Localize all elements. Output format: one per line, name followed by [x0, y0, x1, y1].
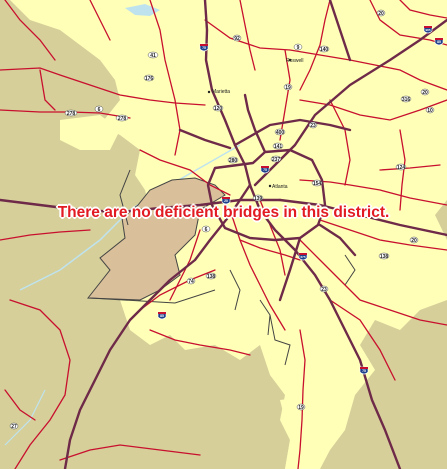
route-shield-141: 141 — [272, 142, 284, 150]
svg-text:280: 280 — [229, 158, 238, 164]
svg-text:9: 9 — [297, 45, 300, 51]
interstate-shield-75-center: 75 — [260, 165, 270, 174]
route-shield-278-b: 278 — [115, 114, 129, 122]
interstate-shield-85-north: 85 — [434, 37, 444, 46]
svg-text:19: 19 — [285, 85, 291, 91]
svg-text:6: 6 — [205, 227, 208, 233]
svg-text:85: 85 — [160, 314, 164, 318]
svg-text:400: 400 — [276, 130, 285, 136]
svg-text:74: 74 — [188, 279, 194, 285]
svg-text:75: 75 — [263, 168, 267, 172]
svg-text:237: 237 — [272, 157, 281, 163]
svg-text:138: 138 — [207, 274, 216, 280]
urban-area-south — [280, 395, 330, 469]
route-shield-138: 138 — [378, 252, 390, 260]
svg-text:92: 92 — [234, 36, 240, 42]
svg-text:985: 985 — [425, 28, 430, 32]
county-border — [89, 169, 356, 366]
route-shield-23-s: 23 — [319, 285, 329, 293]
interstate-shield-675: 675 — [298, 252, 308, 261]
interstate-shield-985: 985 — [423, 25, 433, 34]
svg-text:75: 75 — [362, 369, 366, 373]
route-shield-138-b: 138 — [205, 272, 217, 280]
svg-text:6: 6 — [98, 107, 101, 113]
urban-area-west — [60, 115, 120, 150]
svg-text:20: 20 — [411, 238, 417, 244]
svg-text:675: 675 — [300, 255, 305, 259]
city-label-atlanta: Atlanta — [272, 184, 288, 190]
route-shield-120: 120 — [212, 104, 224, 112]
no-deficient-bridges-message: There are no deficient bridges in this d… — [57, 204, 390, 221]
interstate-shield-75-south: 75 — [359, 366, 369, 375]
route-shield-19-north: 19 — [283, 83, 293, 91]
svg-text:140: 140 — [320, 47, 329, 53]
interstate-shields: 75 985 75 20 675 85 — [157, 25, 444, 375]
svg-text:316: 316 — [402, 97, 411, 103]
route-shield-6: 6 — [94, 105, 104, 113]
interstate-shield-75-north: 75 — [199, 43, 209, 52]
route-shields: 41 176 278 6 278 92 9 140 20 20 316 19 1… — [9, 9, 435, 430]
urban-area — [60, 0, 447, 469]
route-shield-316: 316 — [400, 95, 412, 103]
svg-text:85: 85 — [437, 40, 441, 44]
svg-text:124: 124 — [397, 165, 406, 171]
svg-text:23: 23 — [321, 287, 327, 293]
route-shield-20-se: 20 — [409, 236, 419, 244]
svg-text:20: 20 — [422, 90, 428, 96]
city-label-roswell: Roswell — [286, 58, 304, 64]
route-shield-19-south: 19 — [296, 403, 306, 411]
river-south — [4, 389, 46, 446]
svg-text:176: 176 — [145, 76, 154, 82]
interstate-shield-20: 20 — [221, 196, 231, 205]
urban-area-north — [10, 0, 120, 35]
svg-text:27: 27 — [11, 424, 17, 430]
svg-text:141: 141 — [274, 144, 283, 150]
route-shield-278: 278 — [64, 109, 78, 117]
route-shield-154: 154 — [311, 179, 323, 187]
svg-text:120: 120 — [214, 106, 223, 112]
route-shield-27: 27 — [9, 422, 19, 430]
lake — [125, 4, 160, 16]
route-shield-140: 140 — [318, 45, 330, 53]
route-shield-41: 41 — [147, 51, 159, 59]
route-shield-23: 23 — [308, 121, 318, 129]
svg-text:19: 19 — [298, 405, 304, 411]
route-shield-10: 10 — [425, 106, 435, 114]
route-shield-280: 280 — [227, 156, 239, 164]
route-shield-9: 9 — [293, 43, 303, 51]
route-shield-74: 74 — [186, 277, 196, 285]
svg-text:75: 75 — [202, 46, 206, 50]
route-shield-237: 237 — [270, 155, 282, 163]
route-shield-400: 400 — [274, 128, 286, 136]
svg-text:10: 10 — [427, 108, 433, 114]
city-label-marietta: Marietta — [212, 89, 230, 95]
interstate-shield-85-south: 85 — [157, 311, 167, 320]
route-shield-20-ne: 20 — [376, 9, 386, 17]
svg-text:138: 138 — [380, 254, 389, 260]
route-shield-20-e: 20 — [420, 88, 430, 96]
route-shield-176: 176 — [143, 74, 155, 82]
svg-text:154: 154 — [313, 181, 322, 187]
svg-text:278: 278 — [118, 116, 127, 122]
svg-text:20: 20 — [378, 11, 384, 17]
route-shield-6-b: 6 — [201, 225, 211, 233]
svg-text:20: 20 — [224, 199, 228, 203]
svg-text:23: 23 — [310, 123, 316, 129]
svg-text:139: 139 — [254, 196, 263, 202]
svg-text:278: 278 — [67, 111, 76, 117]
svg-text:41: 41 — [150, 53, 156, 59]
route-shield-124: 124 — [395, 163, 407, 171]
route-shield-139: 139 — [252, 194, 264, 202]
city-markers: Marietta Roswell Atlanta — [207, 58, 304, 190]
route-shield-92: 92 — [232, 34, 242, 42]
